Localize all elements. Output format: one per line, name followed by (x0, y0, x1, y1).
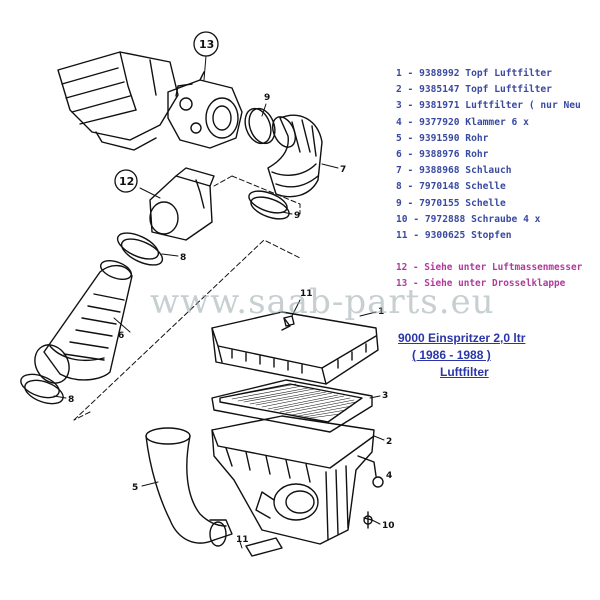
part-row-8: 8 - 7970148 Schelle (396, 181, 506, 193)
callout-12: 12 (119, 175, 134, 188)
section-title: Luftfilter (440, 365, 489, 379)
diagram-title-block: 9000 Einspritzer 2,0 ltr ( 1986 - 1988 )… (398, 330, 598, 381)
hose-clamp-8-lower (20, 373, 64, 405)
part-row-6: 6 - 9388976 Rohr (396, 148, 489, 160)
callout-7: 7 (340, 165, 346, 175)
reference-row-13: 13 - Siehe unter Drosselklappe (396, 278, 566, 290)
intake-snorkel (145, 427, 233, 547)
reference-row-12: 12 - Siehe unter Luftmassenmesser (396, 262, 583, 274)
callout-9-lower: 9 (294, 211, 300, 221)
hose-clamp-upper (244, 107, 276, 145)
hose-clamp-8-upper (116, 232, 164, 266)
year-range: ( 1986 - 1988 ) (412, 348, 491, 362)
air-filter-element (211, 379, 373, 433)
callout-circles (114, 31, 219, 193)
air-filter-lower-housing (211, 415, 384, 545)
part-row-9: 9 - 7970155 Schelle (396, 197, 506, 209)
callout-13-circle (193, 31, 219, 57)
intake-manifold (57, 51, 179, 151)
part-row-10: 10 - 7972888 Schraube 4 x (396, 213, 541, 225)
part-row-5: 5 - 9391590 Rohr (396, 132, 489, 144)
model-title: 9000 Einspritzer 2,0 ltr (398, 331, 526, 345)
assembly-frame-lines (73, 175, 301, 421)
part-row-1: 1 - 9388992 Topf Luftfilter (396, 68, 552, 79)
callout-13: 13 (199, 38, 214, 51)
callout-3: 3 (382, 391, 388, 401)
screw (363, 511, 373, 529)
callout-12-circle (114, 169, 138, 193)
callout-leader-lines (53, 55, 385, 549)
callout-2: 2 (386, 437, 392, 447)
plug-lower (245, 537, 283, 557)
callout-6: 6 (118, 331, 124, 341)
callout-8-upper: 8 (180, 253, 186, 263)
parts-legend: 1 - 9388992 Topf Luftfilter 2 - 9385147 … (396, 66, 600, 292)
intake-tube (34, 260, 133, 384)
plug-upper (283, 315, 295, 327)
part-row-4: 4 - 9377920 Klammer 6 x (396, 116, 529, 128)
parts-list: 1 - 9388992 Topf Luftfilter 2 - 9385147 … (396, 66, 600, 244)
hose-clamp-lower (248, 190, 290, 220)
part-row-2: 2 - 9385147 Topf Luftfilter (396, 84, 552, 96)
part-row-7: 7 - 9388968 Schlauch (396, 165, 512, 177)
callout-5: 5 (132, 483, 138, 493)
air-filter-upper-housing (211, 311, 379, 385)
air-mass-meter (149, 167, 215, 241)
part-row-11: 11 - 9300625 Stopfen (396, 229, 512, 241)
callout-1: 1 (378, 307, 384, 317)
intake-hose (267, 114, 323, 198)
callout-8-lower: 8 (68, 395, 74, 405)
reference-notes: 12 - Siehe unter Luftmassenmesser 13 - S… (396, 260, 600, 292)
callout-11-upper: 11 (300, 289, 313, 299)
part-row-3: 3 - 9381971 Luftfilter ( nur Neu (396, 100, 581, 112)
watermark: www.saab-parts.eu (150, 282, 495, 322)
callout-9-upper: 9 (264, 93, 270, 103)
callout-10: 10 (382, 521, 395, 531)
throttle-body (167, 71, 243, 149)
callout-11-lower: 11 (236, 535, 249, 545)
callout-4: 4 (386, 471, 392, 481)
